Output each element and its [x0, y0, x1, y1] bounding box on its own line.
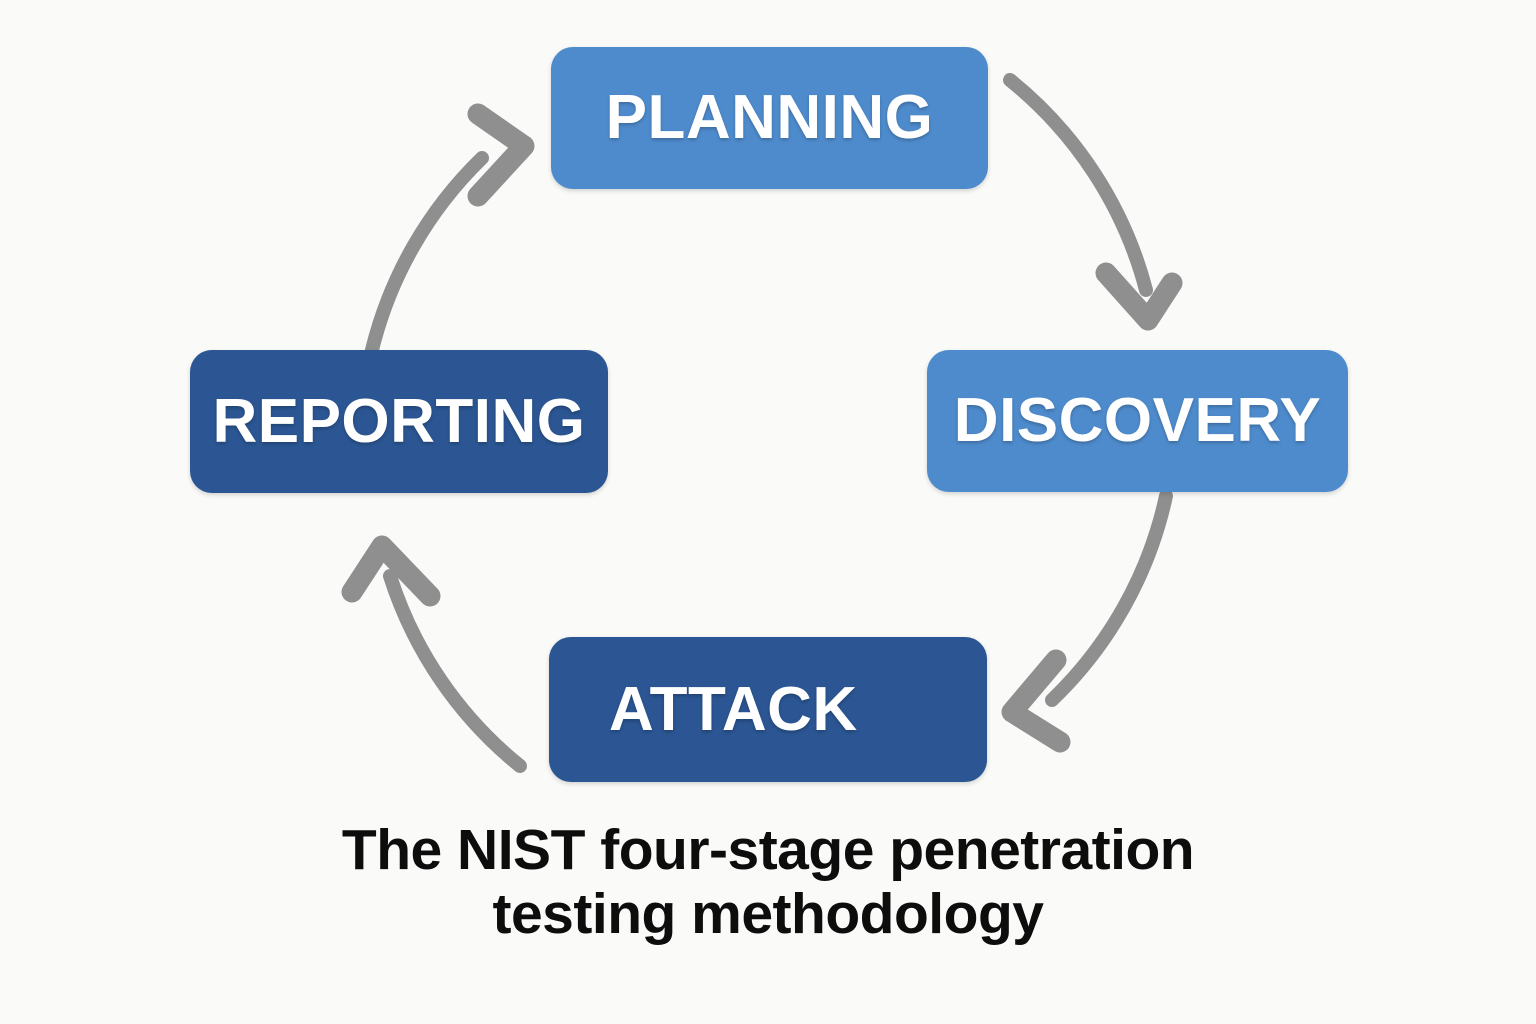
- stage-box-discovery[interactable]: DISCOVERY: [927, 350, 1348, 492]
- arrow-discovery-to-attack: [1001, 489, 1173, 753]
- arc-discovery-to-attack: [1045, 489, 1173, 707]
- arrow-reporting-to-planning: [365, 103, 535, 357]
- arrowhead-planning-to-discovery: [1095, 262, 1183, 331]
- stage-box-planning[interactable]: PLANNING: [551, 47, 988, 189]
- arc-attack-to-reporting: [383, 569, 527, 773]
- diagram-caption: The NIST four-stage penetration testing …: [0, 818, 1536, 947]
- arc-reporting-to-planning: [365, 151, 489, 357]
- stage-label-planning: PLANNING: [605, 83, 934, 152]
- stage-box-attack[interactable]: ATTACK: [549, 637, 987, 782]
- stage-box-reporting[interactable]: REPORTING: [190, 350, 608, 493]
- arrowhead-discovery-to-attack: [1001, 649, 1071, 753]
- arrowhead-attack-to-reporting: [341, 535, 441, 607]
- arrow-attack-to-reporting: [341, 535, 527, 773]
- caption-line-2: testing methodology: [492, 882, 1044, 947]
- stage-label-discovery: DISCOVERY: [953, 386, 1322, 455]
- caption-line-1: The NIST four-stage penetration: [341, 818, 1195, 882]
- stage-label-attack: ATTACK: [609, 674, 858, 744]
- stage-label-reporting: REPORTING: [212, 386, 586, 456]
- arc-planning-to-discovery: [1003, 73, 1153, 297]
- arrowhead-reporting-to-planning: [467, 103, 535, 207]
- arrow-planning-to-discovery: [1003, 73, 1183, 331]
